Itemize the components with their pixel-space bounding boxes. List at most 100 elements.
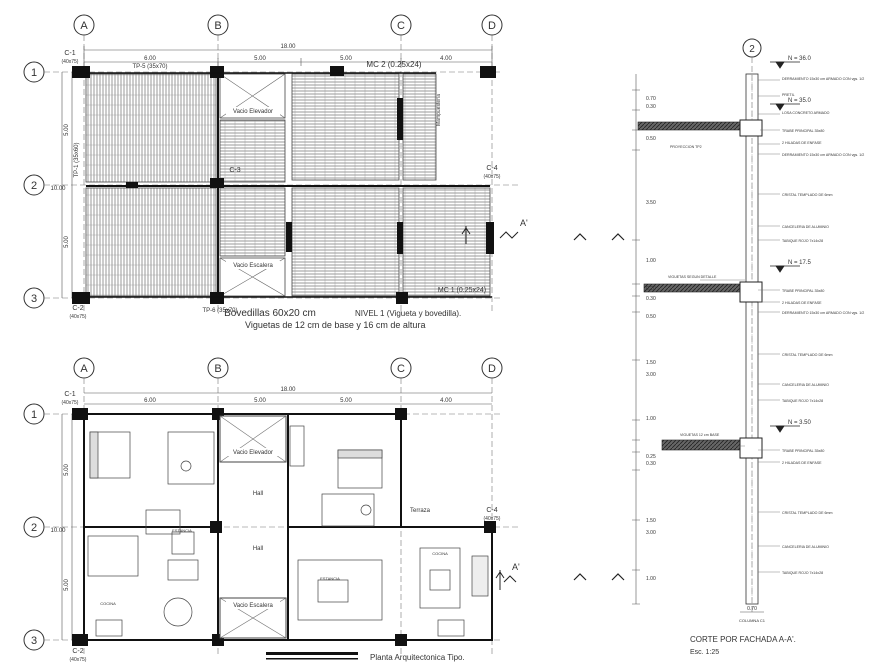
void-stair: Vacio Escalera xyxy=(219,257,286,297)
grid-bubble-1: 1 xyxy=(23,61,45,83)
svg-text:ESTANCIA: ESTANCIA xyxy=(320,576,340,581)
svg-text:3.50: 3.50 xyxy=(646,200,656,206)
svg-text:6.00: 6.00 xyxy=(144,56,156,62)
svg-text:C-1: C-1 xyxy=(64,50,75,57)
svg-text:COCINA: COCINA xyxy=(432,551,448,556)
svg-text:VIGUETAS SEGUN DETALLE: VIGUETAS SEGUN DETALLE xyxy=(668,275,717,279)
svg-text:2 HILADAS DE ENFASE: 2 HILADAS DE ENFASE xyxy=(782,301,822,305)
svg-text:TP-5 (35x70): TP-5 (35x70) xyxy=(132,64,167,70)
svg-text:VIGUETAS 12 cm BASE: VIGUETAS 12 cm BASE xyxy=(680,433,720,437)
svg-text:TRABE PRINCIPAL 35x80: TRABE PRINCIPAL 35x80 xyxy=(782,449,824,453)
section-mark-roof: A' xyxy=(461,218,528,244)
svg-text:D: D xyxy=(488,363,496,375)
svg-text:NIVEL 1 (Vigueta y bovedilla).: NIVEL 1 (Vigueta y bovedilla). xyxy=(355,309,461,318)
facade-section: 2 xyxy=(632,38,864,656)
svg-text:C: C xyxy=(397,20,405,32)
svg-text:18.00: 18.00 xyxy=(280,44,296,50)
svg-text:1.50: 1.50 xyxy=(646,518,656,524)
grid-bubble-b-2: B xyxy=(207,357,229,379)
dining-table-icon xyxy=(163,597,193,627)
svg-text:B: B xyxy=(214,363,221,375)
svg-text:5.00: 5.00 xyxy=(340,398,352,404)
svg-text:N = 17.5: N = 17.5 xyxy=(788,260,812,266)
svg-text:TRABE PRINCIPAL 35x80: TRABE PRINCIPAL 35x80 xyxy=(782,129,824,133)
svg-text:C: C xyxy=(397,363,405,375)
svg-text:Esc. 1:25: Esc. 1:25 xyxy=(690,649,719,656)
svg-text:B: B xyxy=(214,20,221,32)
svg-text:3: 3 xyxy=(31,293,37,305)
svg-text:MC 2 (0.25x24): MC 2 (0.25x24) xyxy=(366,60,421,69)
svg-text:0.20: 0.20 xyxy=(646,286,656,292)
svg-text:CRISTAL TEMPLADO DE 6mm: CRISTAL TEMPLADO DE 6mm xyxy=(782,193,832,197)
svg-text:10.00: 10.00 xyxy=(50,528,66,534)
svg-text:A: A xyxy=(80,20,88,32)
svg-text:Hall: Hall xyxy=(253,546,263,552)
kitchen-island-icon xyxy=(429,569,451,591)
svg-text:C-1: C-1 xyxy=(64,391,75,398)
svg-text:0.50: 0.50 xyxy=(646,314,656,320)
svg-text:5.00: 5.00 xyxy=(64,124,70,136)
svg-text:COLUMNA C1: COLUMNA C1 xyxy=(739,618,766,623)
svg-text:2 HILADAS DE ENFASE: 2 HILADAS DE ENFASE xyxy=(782,141,822,145)
svg-text:5.00: 5.00 xyxy=(64,236,70,248)
grid-bubble-section-2: 2 xyxy=(742,38,762,58)
section-mark-floor: A' xyxy=(495,562,520,590)
svg-text:0.30: 0.30 xyxy=(646,461,656,467)
svg-text:DERRAMIENTO 15x30 cm ARMADO CO: DERRAMIENTO 15x30 cm ARMADO CON vgs. 1/2 xyxy=(782,311,864,315)
svg-text:CORTE POR FACHADA A-A'.: CORTE POR FACHADA A-A'. xyxy=(690,635,796,644)
svg-text:Hall: Hall xyxy=(253,491,263,497)
svg-text:2 HILADAS DE ENFASE: 2 HILADAS DE ENFASE xyxy=(782,461,822,465)
svg-text:5.00: 5.00 xyxy=(254,398,266,404)
svg-text:2: 2 xyxy=(31,522,37,534)
svg-text:Viguetas de 12 cm de base y 16: Viguetas de 12 cm de base y 16 cm de alt… xyxy=(245,320,425,330)
svg-text:0.50: 0.50 xyxy=(646,136,656,142)
svg-text:0.70: 0.70 xyxy=(747,606,757,612)
svg-text:Vacio Escalera: Vacio Escalera xyxy=(233,263,273,269)
svg-text:ESTANCIA: ESTANCIA xyxy=(172,528,192,533)
void-stair-2: Vacio Escalera xyxy=(219,597,287,639)
svg-text:N = 3.50: N = 3.50 xyxy=(788,420,812,426)
svg-text:Terraza: Terraza xyxy=(410,508,431,514)
svg-text:(40x75): (40x75) xyxy=(62,400,79,406)
svg-text:A': A' xyxy=(512,562,520,572)
svg-text:1.50: 1.50 xyxy=(646,360,656,366)
svg-text:TABIQUE ROJO 7x14x28: TABIQUE ROJO 7x14x28 xyxy=(782,239,823,243)
svg-text:3.00: 3.00 xyxy=(646,530,656,536)
svg-text:5.00: 5.00 xyxy=(254,56,266,62)
svg-text:DERRAMIENTO 15x30 cm ARMADO CO: DERRAMIENTO 15x30 cm ARMADO CON vgs. 1/2 xyxy=(782,153,864,157)
svg-text:CANCELERIA DE ALUMINIO: CANCELERIA DE ALUMINIO xyxy=(782,383,829,387)
svg-text:TP-6 (35x70): TP-6 (35x70) xyxy=(202,308,237,314)
svg-text:TRABE PRINCIPAL 35x80: TRABE PRINCIPAL 35x80 xyxy=(782,289,824,293)
break-markers xyxy=(573,233,625,581)
void-elevator-2: Vacio Elevador xyxy=(219,415,287,463)
svg-text:5.00: 5.00 xyxy=(340,56,352,62)
svg-text:5.00: 5.00 xyxy=(64,464,70,476)
svg-text:Vacio Elevador: Vacio Elevador xyxy=(233,450,273,456)
grid-bubble-b: B xyxy=(207,14,229,36)
svg-text:PRETIL: PRETIL xyxy=(782,93,795,97)
floor-plan: A B C D 1 2 3 xyxy=(23,357,520,663)
grid-bubble-3-2: 3 xyxy=(23,629,45,651)
grid-bubble-1-2: 1 xyxy=(23,403,45,425)
svg-text:2: 2 xyxy=(31,180,37,192)
svg-text:(40x75): (40x75) xyxy=(70,314,87,320)
kitchen-counter xyxy=(87,535,139,577)
svg-text:4.00: 4.00 xyxy=(440,398,452,404)
svg-text:COCINA: COCINA xyxy=(100,601,116,606)
svg-text:1.00: 1.00 xyxy=(646,416,656,422)
svg-text:MC 1 (0.25x24): MC 1 (0.25x24) xyxy=(438,287,486,294)
svg-text:DERRAMIENTO 15x30 cm ARMADO CO: DERRAMIENTO 15x30 cm ARMADO CON vgs. 1/2 xyxy=(782,77,864,81)
svg-text:A': A' xyxy=(520,218,528,228)
svg-text:18.00: 18.00 xyxy=(280,387,296,393)
svg-text:1.00: 1.00 xyxy=(646,576,656,582)
svg-text:1: 1 xyxy=(31,67,37,79)
svg-text:CANCELERIA DE ALUMINIO: CANCELERIA DE ALUMINIO xyxy=(782,225,829,229)
svg-text:0.25: 0.25 xyxy=(646,454,656,460)
svg-text:(40x75): (40x75) xyxy=(484,516,501,522)
svg-text:0.30: 0.30 xyxy=(646,104,656,110)
grid-bubble-c: C xyxy=(390,14,412,36)
svg-text:1: 1 xyxy=(31,409,37,421)
svg-text:N = 35.0: N = 35.0 xyxy=(788,98,812,104)
